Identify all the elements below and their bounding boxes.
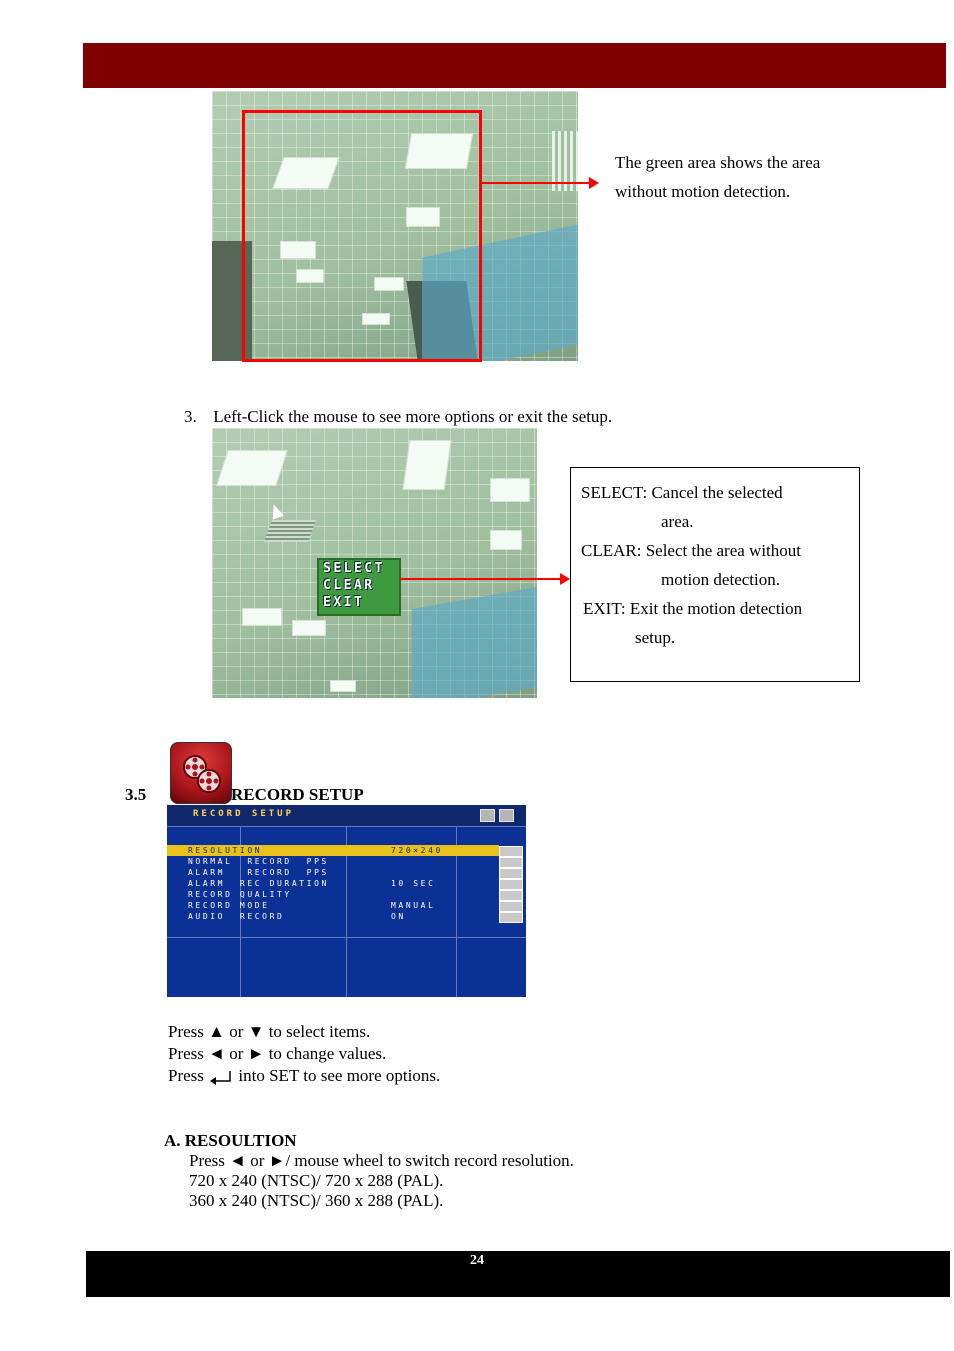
osd-popup-menu[interactable]: SELECT CLEAR EXIT xyxy=(317,558,401,616)
arrow-line xyxy=(479,182,589,184)
dvr-arrow-control[interactable] xyxy=(499,912,523,923)
dvr-divider xyxy=(346,826,347,997)
dvr-set-button[interactable] xyxy=(499,890,523,901)
subsection-title: A. RESOULTION xyxy=(164,1131,297,1150)
dvr-arrow-control[interactable] xyxy=(499,879,523,890)
record-reel-icon xyxy=(170,742,232,804)
step-text: Left-Click the mouse to see more options… xyxy=(213,407,613,426)
option-select-line2: area. xyxy=(661,512,694,531)
footer-band xyxy=(86,1251,950,1297)
dvr-title: RECORD SETUP xyxy=(193,809,295,819)
option-clear-line: CLEAR: Select the area without xyxy=(581,541,801,560)
option-exit-line2: setup. xyxy=(635,628,676,647)
dvr-return-icon[interactable] xyxy=(480,809,495,822)
selected-area-outline xyxy=(242,110,482,362)
figure1-caption-line2: without motion detection. xyxy=(615,182,791,201)
options-description-box: SELECT: Cancel the selected area. CLEAR:… xyxy=(570,467,860,682)
dvr-set-button[interactable] xyxy=(499,857,523,868)
instruction-line1: Press ▲ or ▼ to select items. xyxy=(168,1022,371,1041)
camera-image-menu xyxy=(212,428,537,698)
arrow-line xyxy=(400,578,560,580)
osd-item-exit[interactable]: EXIT xyxy=(323,595,365,610)
dvr-row-value[interactable]: ON xyxy=(391,912,406,921)
dvr-divider xyxy=(240,826,241,997)
dvr-row-value[interactable]: 10 SEC xyxy=(391,879,436,888)
dvr-row-label[interactable]: NORMAL RECORD PPS xyxy=(188,857,329,866)
section-number: 3.5 xyxy=(125,785,147,804)
osd-item-clear[interactable]: CLEAR xyxy=(323,578,375,593)
instruction-line2: Press ◄ or ► to change values. xyxy=(168,1044,387,1063)
dvr-row-label[interactable]: AUDIO RECORD xyxy=(188,912,285,921)
arrow-head-icon xyxy=(560,573,570,585)
figure1-caption-line1: The green area shows the area xyxy=(615,153,821,172)
subsection-line3: 360 x 240 (NTSC)/ 360 x 288 (PAL). xyxy=(189,1191,444,1210)
dvr-row-value[interactable]: MANUAL xyxy=(391,901,436,910)
dvr-row-label[interactable]: ALARM REC DURATION xyxy=(188,879,329,888)
dvr-selected-row-highlight xyxy=(167,845,499,856)
instruction-line3-start: Press xyxy=(168,1066,204,1085)
subsection-line2: 720 x 240 (NTSC)/ 720 x 288 (PAL). xyxy=(189,1171,444,1190)
arrow-head-icon xyxy=(589,177,599,189)
page-number: 24 xyxy=(470,1253,484,1268)
mouse-cursor-icon xyxy=(267,502,285,520)
enter-key-icon xyxy=(208,1069,234,1086)
option-select-line: SELECT: Cancel the selected xyxy=(581,483,783,502)
dvr-close-icon[interactable] xyxy=(499,809,514,822)
option-clear-line2: motion detection. xyxy=(661,570,780,589)
dvr-row-label[interactable]: RECORD QUALITY xyxy=(188,890,292,899)
instruction-line3-end: into SET to see more options. xyxy=(238,1066,441,1085)
dvr-arrow-control[interactable] xyxy=(499,901,523,912)
header-band xyxy=(83,43,946,88)
dvr-title-bar xyxy=(167,805,526,826)
dvr-row-label[interactable]: RESOLUTION xyxy=(188,846,263,855)
section-title: RECORD SETUP xyxy=(231,785,364,804)
option-exit-line: EXIT: Exit the motion detection xyxy=(583,599,803,618)
dvr-row-label[interactable]: ALARM RECORD PPS xyxy=(188,868,329,877)
dvr-row-value[interactable]: 720×240 xyxy=(391,846,443,855)
dvr-arrow-control[interactable] xyxy=(499,846,523,857)
dvr-record-setup-screen: RECORD SETUP RESOLUTION 720×240 NORMAL R… xyxy=(167,805,526,997)
dvr-row-label[interactable]: RECORD MODE xyxy=(188,901,270,910)
subsection-line1: Press ◄ or ►/ mouse wheel to switch reco… xyxy=(189,1151,574,1170)
osd-item-select[interactable]: SELECT xyxy=(323,561,385,576)
dvr-divider xyxy=(456,826,457,997)
dvr-set-button[interactable] xyxy=(499,868,523,879)
step-number: 3. xyxy=(184,407,197,426)
camera-image-motion-area xyxy=(212,91,578,361)
